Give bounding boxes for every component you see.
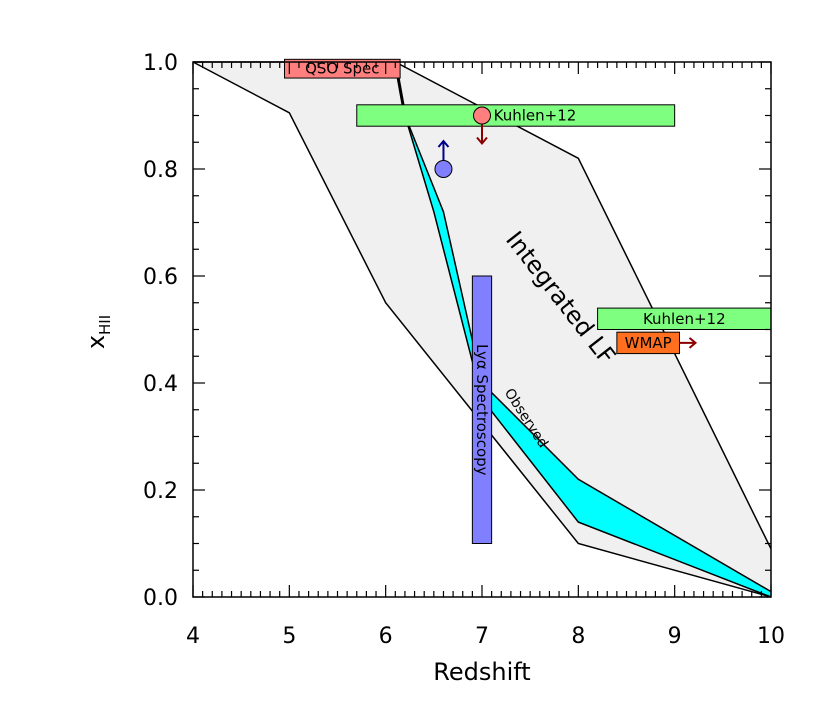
x-axis-title: Redshift	[433, 658, 530, 686]
y-axis-title-main: x	[82, 335, 110, 349]
kuhlen-12-box-label-1: Kuhlen+12	[494, 107, 577, 125]
data-point-0	[473, 106, 491, 125]
wmap-box-label-3: WMAP	[625, 334, 672, 352]
kuhlen-12-box-label-2: Kuhlen+12	[643, 310, 726, 328]
svg-text:xHII: xHII	[82, 315, 114, 349]
data-points	[434, 106, 491, 178]
lower-limit-arrow-head	[437, 139, 450, 148]
y-tick-label: 1.0	[143, 51, 178, 76]
ly-spectroscopy-box-label-4: Lyα Spectroscopy	[473, 344, 491, 476]
qso-spec-box-0	[284, 58, 401, 79]
qso-spec-box-label-0: QSO Spec	[305, 60, 379, 78]
ly-spectroscopy-box-4	[471, 275, 493, 544]
integrated-lf-lower-curve	[192, 61, 772, 598]
upper-limit-arrow-head	[476, 136, 488, 146]
x-tick-label: 7	[475, 624, 489, 649]
y-axis-title-subscript: HII	[96, 315, 114, 335]
y-tick-label: 0.0	[143, 586, 178, 611]
y-tick-label: 0.6	[143, 265, 178, 290]
axis-ticks: 4 5 6 7 8 9 10 0.0 0.2 0.4 0.6 0.8 1.0	[143, 51, 785, 649]
data-point-1	[434, 160, 453, 178]
y-tick-label: 0.2	[143, 479, 178, 504]
y-tick-label: 0.8	[143, 158, 178, 183]
observed-region	[404, 115, 771, 597]
x-tick-label: 8	[571, 624, 585, 649]
kuhlen-12-box-1	[356, 104, 676, 127]
x-tick-label: 9	[668, 624, 682, 649]
wmap-box-3	[616, 331, 680, 355]
y-axis-title: xHII	[82, 315, 114, 349]
x-tick-label: 5	[282, 624, 296, 649]
x-tick-label: 4	[186, 624, 200, 649]
wmap-arrow-head	[688, 337, 698, 349]
y-tick-label: 0.4	[143, 372, 178, 397]
x-tick-label: 10	[757, 624, 785, 649]
x-tick-label: 6	[379, 624, 393, 649]
